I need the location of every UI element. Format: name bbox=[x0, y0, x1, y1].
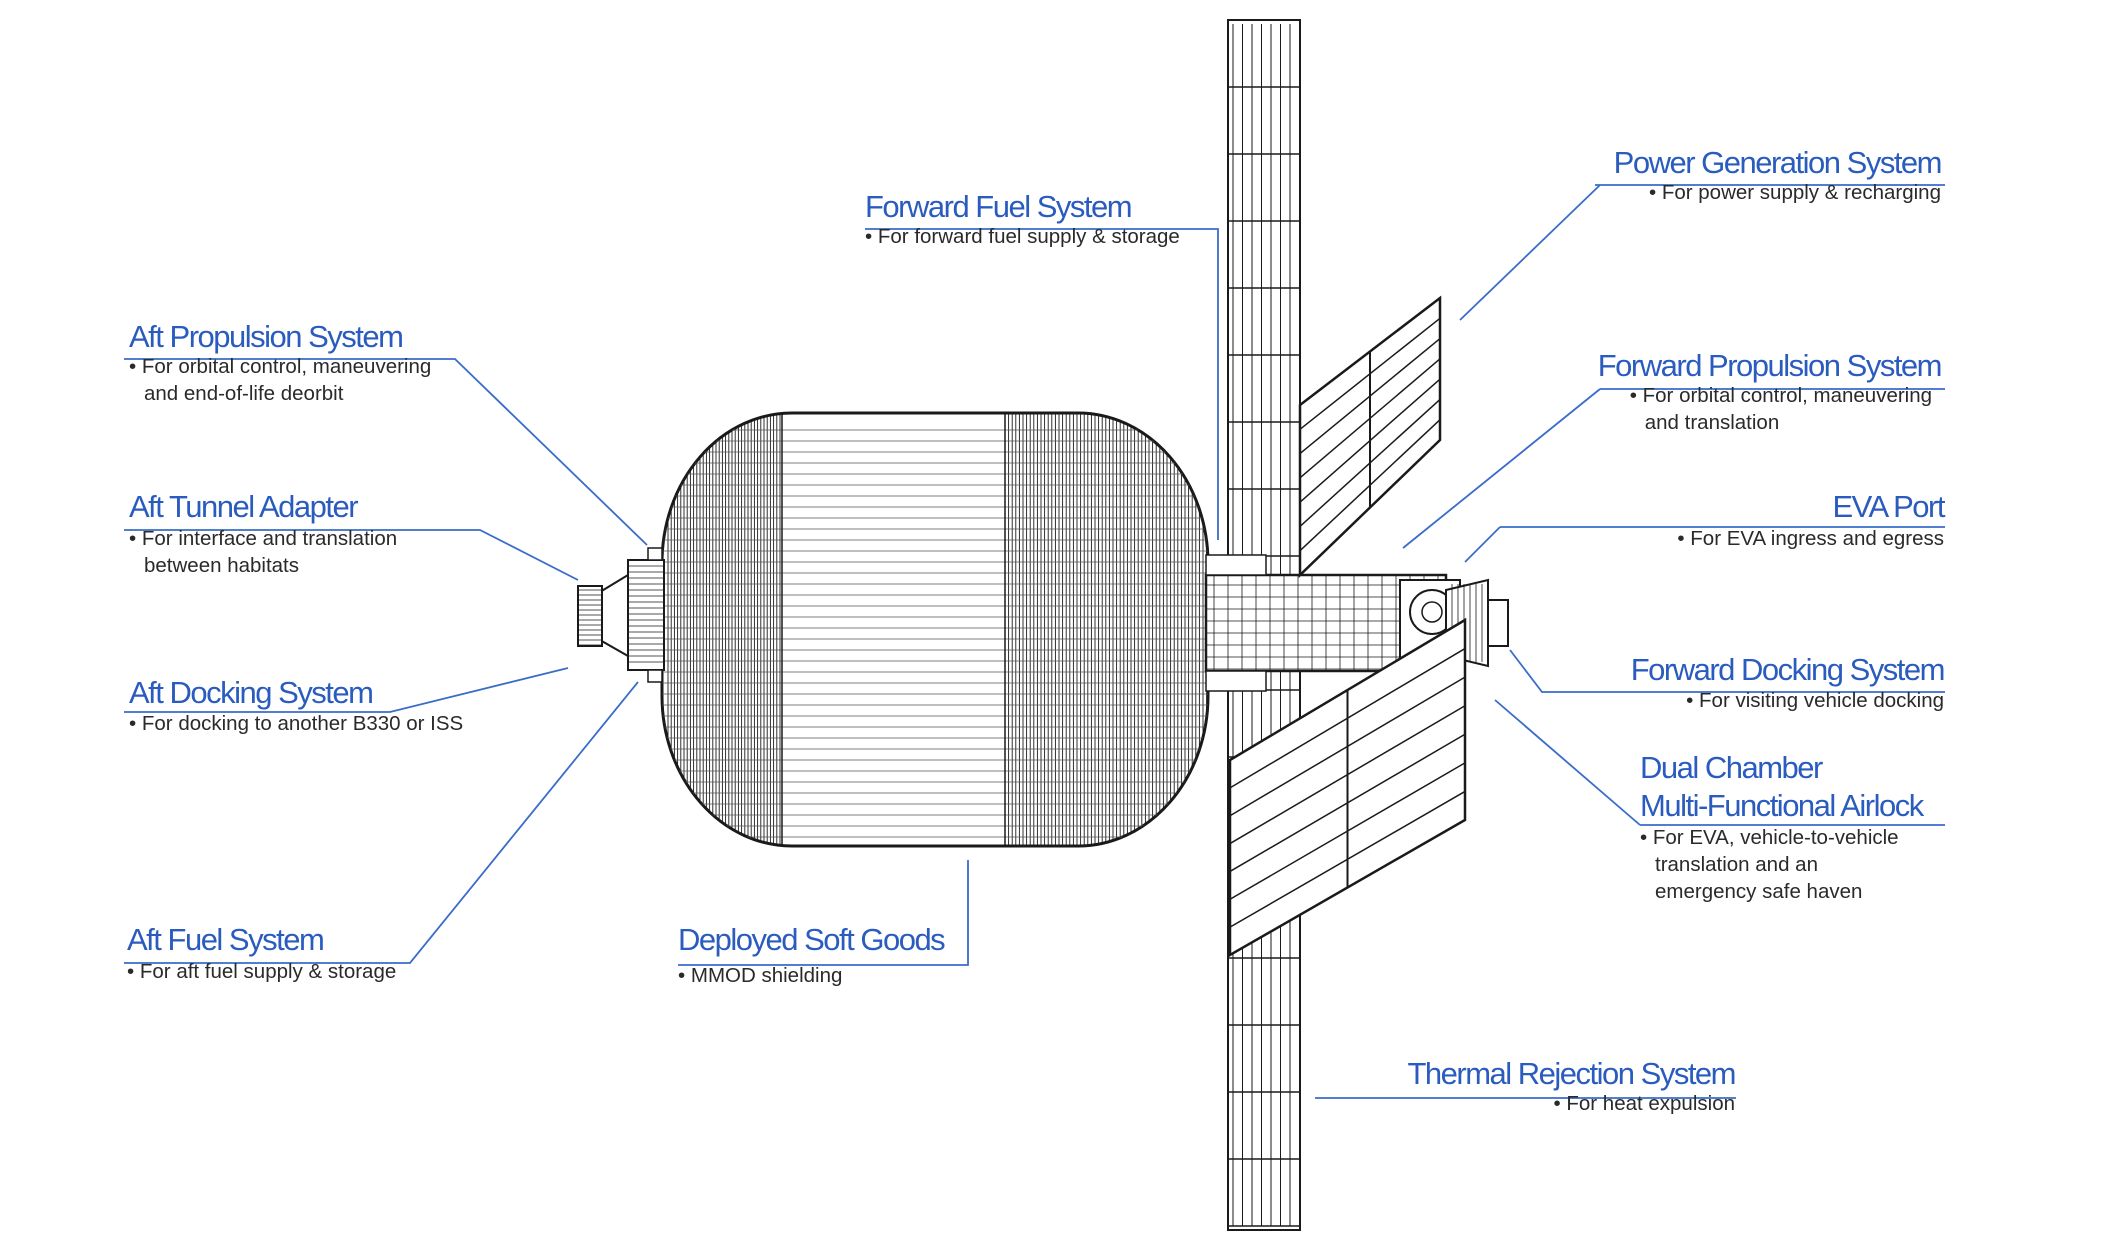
leader-lines bbox=[124, 184, 1945, 1099]
label-description: • For orbital control, maneuvering and e… bbox=[129, 353, 431, 407]
leader-line bbox=[1459, 184, 1601, 321]
label-title: Forward Propulsion System bbox=[1597, 348, 1943, 383]
aft-docking-cone bbox=[599, 573, 629, 658]
label-title: Forward Fuel System bbox=[865, 189, 1133, 224]
label-deployed-soft-goods: Deployed Soft Goods • MMOD shielding bbox=[678, 921, 946, 989]
label-description: • For orbital control, maneuvering and t… bbox=[1598, 382, 1941, 436]
label-dual-chamber-airlock: Dual Chamber Multi-Functional Airlock • … bbox=[1640, 749, 1924, 905]
label-description: • For aft fuel supply & storage bbox=[127, 960, 397, 983]
label-description-line: between habitats bbox=[144, 554, 300, 577]
label-forward-propulsion-system: Forward Propulsion System • For orbital … bbox=[1597, 347, 1943, 436]
label-description-line: and translation bbox=[1644, 411, 1780, 434]
label-aft-fuel-system: Aft Fuel System • For aft fuel supply & … bbox=[127, 921, 396, 985]
label-power-generation-system: Power Generation System • For power supp… bbox=[1613, 144, 1943, 206]
leader-line bbox=[1509, 649, 1545, 693]
core-fitting bbox=[1205, 554, 1267, 576]
solar-cell-divider bbox=[1299, 317, 1441, 430]
leader-line bbox=[678, 860, 969, 966]
leader-line bbox=[124, 667, 569, 713]
label-eva-port: EVA Port • For EVA ingress and egress bbox=[1677, 488, 1946, 552]
label-description-line: translation and an bbox=[1655, 853, 1818, 876]
solar-cell-divider bbox=[1229, 647, 1466, 789]
label-aft-docking-system: Aft Docking System • For docking to anot… bbox=[129, 674, 463, 737]
label-description: • For interface and translation between … bbox=[129, 525, 397, 579]
solar-cell-divider bbox=[1299, 358, 1441, 479]
label-title: Aft Docking System bbox=[129, 675, 374, 710]
aft-docking-ring bbox=[577, 585, 603, 647]
leader-line bbox=[1494, 699, 1641, 826]
habitat-shell bbox=[660, 411, 1210, 848]
leader-line bbox=[1464, 526, 1501, 563]
core-fitting bbox=[1205, 670, 1267, 692]
label-title: Aft Fuel System bbox=[127, 922, 325, 957]
label-description-line: • For orbital control, maneuvering bbox=[1629, 384, 1933, 407]
label-description: • For heat expulsion bbox=[1553, 1092, 1735, 1115]
label-title: Aft Propulsion System bbox=[129, 319, 404, 354]
label-title: Forward Docking System bbox=[1630, 652, 1946, 687]
label-thermal-rejection-system: Thermal Rejection System • For heat expu… bbox=[1407, 1055, 1736, 1117]
aft-docking-end bbox=[577, 547, 665, 683]
label-description-line: • For EVA, vehicle-to-vehicle bbox=[1640, 826, 1899, 849]
label-title: Thermal Rejection System bbox=[1407, 1056, 1736, 1091]
aft-thruster bbox=[647, 669, 663, 683]
label-forward-fuel-system: Forward Fuel System • For forward fuel s… bbox=[865, 188, 1180, 250]
label-title: Deployed Soft Goods bbox=[678, 922, 946, 957]
label-description-line: emergency safe haven bbox=[1655, 880, 1863, 903]
solar-cell-divider bbox=[1229, 790, 1466, 928]
leader-line bbox=[124, 529, 579, 581]
label-description: • For EVA, vehicle-to-vehicle translatio… bbox=[1640, 824, 1923, 905]
label-title: EVA Port bbox=[1832, 489, 1946, 524]
label-description: • MMOD shielding bbox=[678, 964, 843, 987]
leader-line bbox=[865, 228, 1219, 540]
eva-hatch-inner bbox=[1421, 601, 1443, 623]
solar-cell-divider bbox=[1229, 733, 1466, 873]
label-aft-propulsion-system: Aft Propulsion System • For orbital cont… bbox=[129, 318, 431, 407]
aft-thruster bbox=[647, 547, 663, 561]
leader-line bbox=[1402, 388, 1601, 549]
label-title-line: Multi-Functional Airlock bbox=[1640, 788, 1924, 823]
leader-line bbox=[124, 681, 639, 964]
forward-docking-ring bbox=[1487, 599, 1509, 647]
label-description-line: • For interface and translation bbox=[129, 527, 398, 550]
label-title: Aft Tunnel Adapter bbox=[129, 489, 359, 524]
upper-solar-array bbox=[1298, 295, 1442, 578]
solar-cell-divider bbox=[1299, 398, 1441, 527]
label-forward-docking-system: Forward Docking System • For visiting ve… bbox=[1630, 651, 1946, 714]
solar-cell-divider bbox=[1229, 762, 1466, 900]
aft-tunnel-body bbox=[627, 559, 665, 671]
leader-line bbox=[124, 358, 648, 546]
label-description: • For EVA ingress and egress bbox=[1677, 527, 1944, 550]
solar-cell-divider bbox=[1229, 705, 1466, 845]
label-description-line: • For orbital control, maneuvering bbox=[129, 355, 432, 378]
solar-cell-divider bbox=[1299, 378, 1441, 503]
label-description: • For forward fuel supply & storage bbox=[865, 225, 1180, 248]
label-description: • For docking to another B330 or ISS bbox=[129, 712, 464, 735]
inflatable-habitat-module bbox=[660, 411, 1210, 848]
label-description: • For power supply & recharging bbox=[1648, 181, 1941, 204]
label-aft-tunnel-adapter: Aft Tunnel Adapter • For interface and t… bbox=[129, 488, 397, 579]
solar-cell-divider bbox=[1299, 419, 1441, 552]
solar-cell-divider bbox=[1229, 676, 1466, 817]
solar-cell-divider bbox=[1299, 337, 1441, 455]
label-title-line: Dual Chamber bbox=[1640, 750, 1823, 785]
label-description-line: and end-of-life deorbit bbox=[144, 382, 344, 405]
label-description: • For visiting vehicle docking bbox=[1686, 689, 1944, 712]
lower-solar-array bbox=[1228, 617, 1467, 958]
label-title: Power Generation System bbox=[1613, 145, 1943, 180]
